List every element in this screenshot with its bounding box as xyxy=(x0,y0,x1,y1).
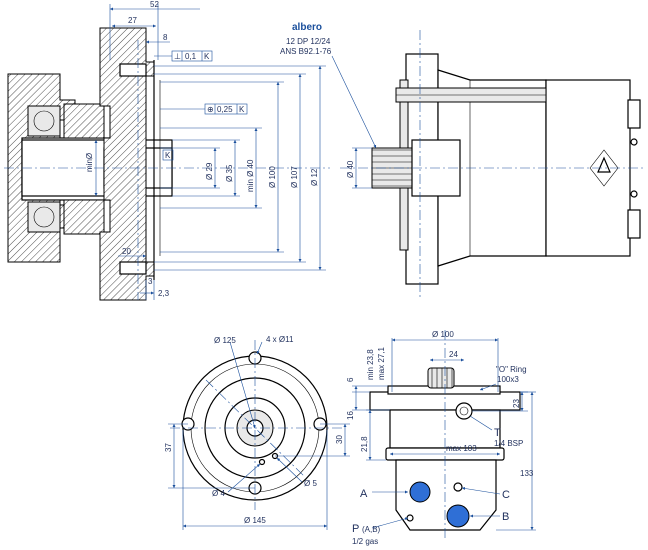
dim-30: 30 xyxy=(335,435,344,444)
dim-27: 27 xyxy=(128,16,137,25)
dim-6: 6 xyxy=(346,377,355,382)
dim-max-103: max 103 xyxy=(446,444,477,453)
dim-24: 24 xyxy=(449,350,458,359)
dim-52: 52 xyxy=(150,0,159,9)
dim-2-3: 2,3 xyxy=(158,289,170,298)
tol-01-ref: K xyxy=(204,52,210,61)
dim-d107: Ø 107 xyxy=(290,166,299,188)
oring-label-2: 100x3 xyxy=(497,375,519,384)
dim-3: 3 xyxy=(148,277,153,286)
port-c-label: C xyxy=(502,489,510,501)
section-view: K xyxy=(4,27,330,301)
dim-holes: 4 x Ø11 xyxy=(266,335,294,344)
bottom-small-dimensions: 20 3 2,3 xyxy=(118,247,170,300)
port-b-label: B xyxy=(502,511,509,523)
shaft-spec-1: 12 DP 12/24 xyxy=(286,37,331,46)
port-a-label: A xyxy=(360,488,368,500)
tol-025-ref: K xyxy=(239,105,245,114)
oring-label-1: "O" Ring xyxy=(496,365,527,374)
dim-d100: Ø 100 xyxy=(268,166,277,188)
port-b-circle xyxy=(446,504,470,528)
dim-min-d40: min Ø 40 xyxy=(246,159,255,192)
port-p-sub: (A,B) xyxy=(362,525,381,534)
dim-8: 8 xyxy=(163,33,168,42)
port-p-spec: 1/2 gas xyxy=(352,537,378,546)
shaft-spec-2: ANS B92.1-76 xyxy=(280,47,332,56)
perp-symbol: ⊥ xyxy=(174,52,181,61)
dim-16: 16 xyxy=(346,411,355,420)
ref-k-label: K xyxy=(165,151,171,160)
dim-max-271: max 27,1 xyxy=(377,347,386,380)
diameter-dimensions: Ø 29 Ø 35 min Ø 40 Ø 100 Ø 107 Ø 12 minØ xyxy=(85,65,326,271)
port-p-label: P xyxy=(352,523,359,535)
dim-20: 20 xyxy=(122,247,131,256)
tol-025: 0,25 xyxy=(217,105,233,114)
dim-218: 21,8 xyxy=(360,436,369,452)
dim-d125: Ø 125 xyxy=(214,336,236,345)
dim-d29: Ø 29 xyxy=(205,162,214,180)
port-a-circle xyxy=(409,481,431,503)
port-t-spec: 1/4 BSP xyxy=(494,439,523,448)
shaft-title: albero xyxy=(292,22,322,33)
dim-d35: Ø 35 xyxy=(225,164,234,182)
dim-min-dia: minØ xyxy=(85,153,94,172)
dim-d5: Ø 5 xyxy=(304,479,317,488)
tol-01: 0,1 xyxy=(185,52,197,61)
dim-d145: Ø 145 xyxy=(244,516,266,525)
dim-37: 37 xyxy=(164,443,173,452)
dim-d12: Ø 12 xyxy=(310,168,319,186)
top-dimensions: 52 27 8 ⊥ 0,1 K ⊕ 0,25 K xyxy=(109,0,248,115)
top-view: Ø 100 min 23,8 max 27,1 24 "O" Ring 100x… xyxy=(346,330,536,546)
side-view: albero 12 DP 12/24 ANS B92.1-76 Ø 40 xyxy=(280,22,646,300)
position-symbol: ⊕ xyxy=(207,105,214,114)
dim-top-d100: Ø 100 xyxy=(432,330,454,339)
dim-d4: Ø 4 xyxy=(212,489,225,498)
dim-133: 133 xyxy=(520,469,534,478)
dim-23: 23 xyxy=(512,399,521,408)
port-t-label: T xyxy=(494,427,501,439)
front-view: Ø 125 4 x Ø11 37 30 Ø 4 Ø 5 Ø 145 xyxy=(164,335,350,530)
dim-min-238: min 23,8 xyxy=(366,349,375,380)
shaft-dia: Ø 40 xyxy=(346,160,355,178)
